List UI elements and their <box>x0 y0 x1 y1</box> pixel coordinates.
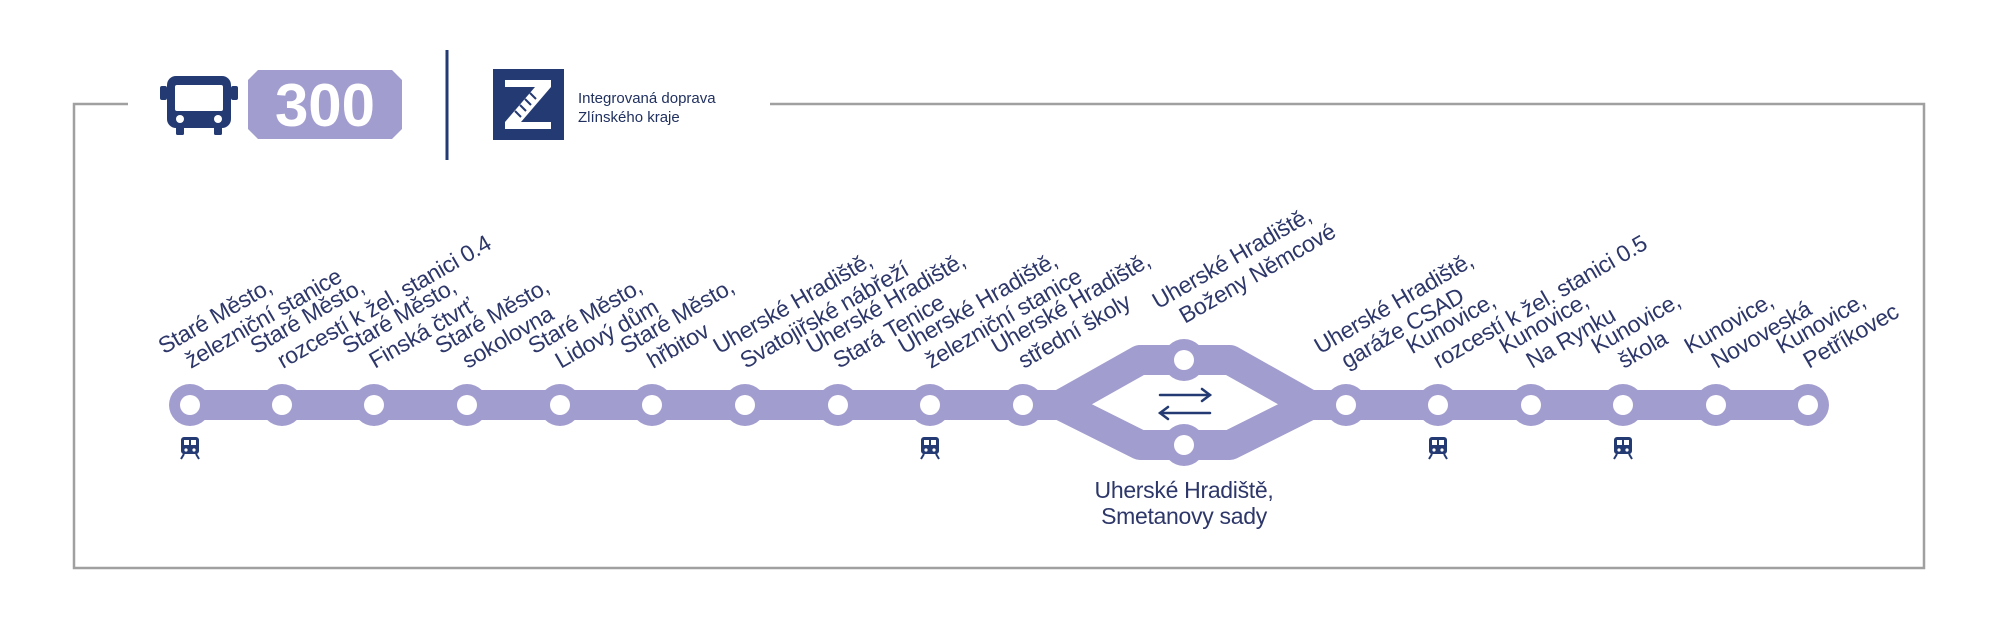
train-icon <box>180 437 200 460</box>
stop-marker <box>1002 384 1044 426</box>
stop-marker <box>1163 339 1205 381</box>
stop-marker <box>1163 424 1205 466</box>
stop-label: Kunovice,Petříkovec <box>1772 287 1903 373</box>
direction-indicator <box>1157 387 1213 421</box>
stop-marker <box>539 384 581 426</box>
stop-marker <box>1602 384 1644 426</box>
stops-layer <box>169 339 1829 466</box>
stop-marker <box>1787 384 1829 426</box>
stop-marker <box>817 384 859 426</box>
route-line <box>175 345 1823 460</box>
operator-name-line1: Integrovaná doprava <box>578 90 716 107</box>
bus-icon <box>160 76 238 135</box>
train-icon <box>920 437 940 460</box>
stop-marker <box>1325 384 1367 426</box>
train-icon <box>1613 437 1633 460</box>
stop-marker <box>446 384 488 426</box>
stop-marker <box>724 384 766 426</box>
stop-marker <box>1417 384 1459 426</box>
route-badge: 300 <box>248 70 402 139</box>
bidirectional-arrows-icon <box>1157 387 1213 421</box>
stop-marker <box>631 384 673 426</box>
izs-zlin-logo-icon <box>493 69 564 140</box>
frame-border <box>72 102 1926 570</box>
operator-name-line2: Zlínského kraje <box>578 109 680 126</box>
stop-marker <box>261 384 303 426</box>
stop-marker <box>169 384 211 426</box>
stop-label: Kunovice,škola <box>1587 287 1685 373</box>
stop-marker <box>909 384 951 426</box>
train-icons-layer <box>180 437 1633 460</box>
stop-marker <box>353 384 395 426</box>
train-icon <box>1428 437 1448 460</box>
stop-label: Uherské Hradiště, <box>1095 477 1274 503</box>
stop-label: Smetanovy sady <box>1101 503 1268 529</box>
stop-marker <box>1695 384 1737 426</box>
stop-label: Uherské Hradiště,Boženy Němcové <box>1148 202 1340 329</box>
header: 300 Integrovaná doprava Zlínského kraje <box>160 50 716 160</box>
stop-marker <box>1510 384 1552 426</box>
route-number: 300 <box>275 72 375 139</box>
